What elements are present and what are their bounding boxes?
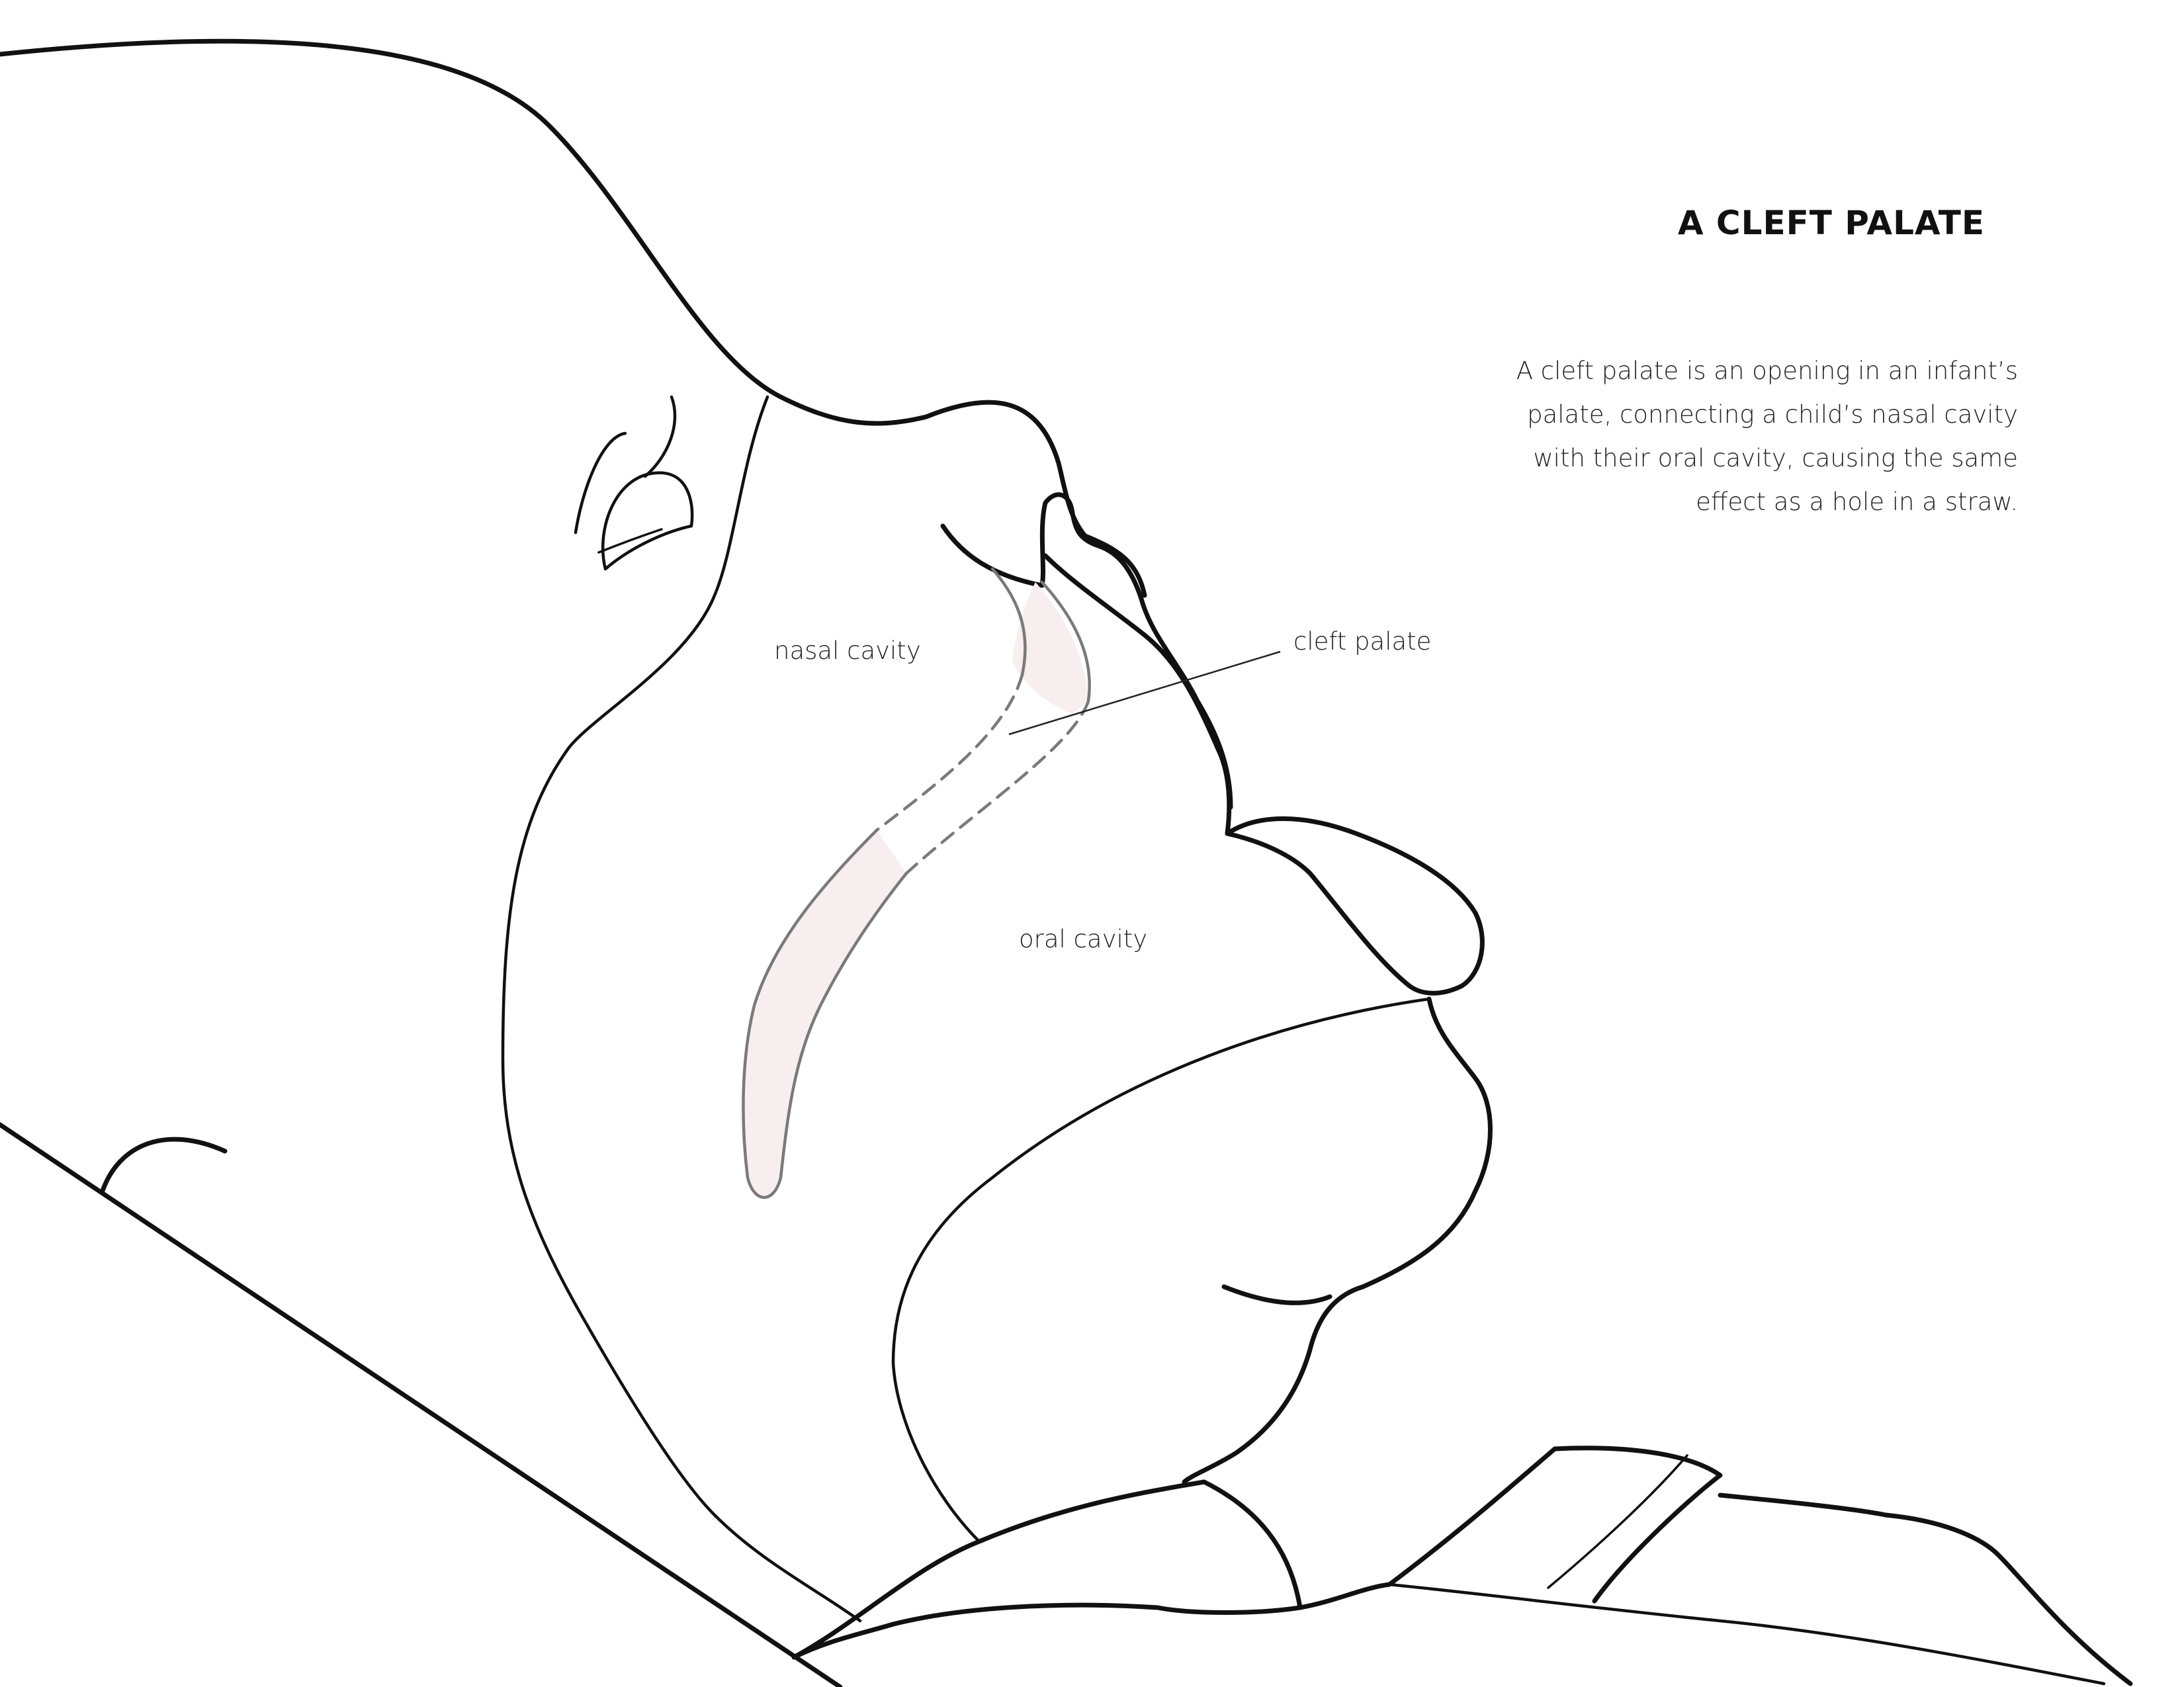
oral-cavity-label: oral cavity	[1019, 925, 1147, 953]
temple-line	[569, 397, 767, 748]
description-line-4: effect as a hole in a straw.	[1456, 480, 2018, 524]
cleft-palate-label: cleft palate	[1293, 627, 1431, 656]
head-outline	[0, 41, 1145, 595]
chin-crease	[1224, 1287, 1330, 1303]
shoulder-line	[794, 1482, 1204, 1657]
eyelid-upper	[645, 397, 675, 476]
blanket-fold	[1389, 1584, 2104, 1684]
description: A cleft palate is an opening in an infan…	[1456, 349, 2018, 524]
ear	[103, 1139, 225, 1191]
nasal-cavity-label: nasal cavity	[774, 636, 921, 665]
upper-lip	[1227, 819, 1482, 994]
cleft-dashed-left	[877, 675, 1022, 830]
lower-lip-chin	[1184, 999, 1491, 1482]
cheek-line	[893, 999, 1429, 1541]
page-title: A CLEFT PALATE	[1588, 204, 1985, 242]
pillow-line	[0, 1125, 840, 1687]
face-edge	[503, 748, 860, 1621]
description-line-2: palate, connecting a child’s nasal cavit…	[1456, 393, 2018, 437]
nose-bridge	[1141, 599, 1231, 807]
description-line-3: with their oral cavity, causing the same	[1456, 437, 2018, 480]
eye	[603, 473, 692, 569]
collar-strap	[1389, 1448, 1720, 1601]
eyebrow	[576, 433, 625, 533]
neck	[1204, 1482, 1300, 1608]
description-line-1: A cleft palate is an opening in an infan…	[1456, 349, 2018, 393]
blanket-top	[1720, 1495, 2130, 1684]
